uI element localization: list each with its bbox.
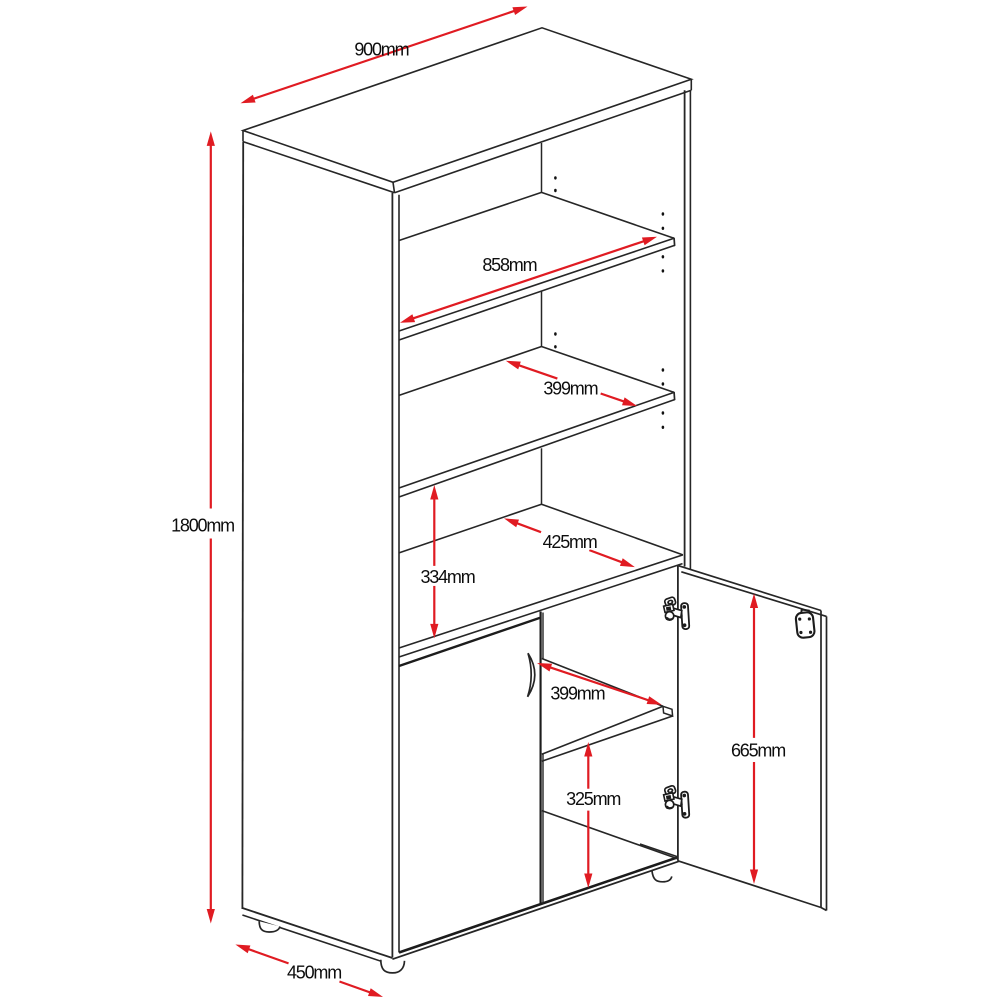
svg-text:858mm: 858mm	[482, 255, 536, 275]
svg-text:1800mm: 1800mm	[171, 516, 234, 536]
svg-text:425mm: 425mm	[543, 532, 597, 552]
svg-text:334mm: 334mm	[420, 567, 474, 587]
svg-text:399mm: 399mm	[543, 379, 597, 399]
svg-text:665mm: 665mm	[731, 740, 785, 760]
svg-text:450mm: 450mm	[287, 963, 341, 983]
svg-text:399mm: 399mm	[550, 684, 604, 704]
svg-text:900mm: 900mm	[354, 40, 408, 60]
svg-text:325mm: 325mm	[566, 789, 620, 809]
